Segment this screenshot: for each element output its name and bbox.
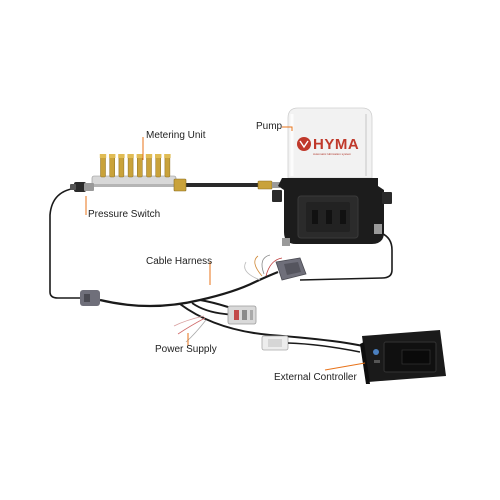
metering-outlet bbox=[155, 155, 161, 178]
metering-outlet bbox=[137, 155, 143, 178]
cable-pump-right bbox=[299, 231, 393, 281]
connector-power-supply bbox=[227, 305, 257, 325]
label-external-controller: External Controller bbox=[274, 372, 357, 383]
brass-fitting-pump bbox=[257, 180, 273, 190]
label-metering-unit: Metering Unit bbox=[146, 130, 206, 141]
metering-outlet-cap bbox=[164, 154, 171, 158]
metering-outlet bbox=[109, 155, 115, 178]
brand-tagline: Automatic lubrication system bbox=[313, 152, 352, 156]
controller-button-icon bbox=[373, 349, 379, 355]
metering-outlet-cap bbox=[155, 154, 162, 158]
brand-name: HYMA bbox=[313, 136, 359, 153]
connector-harness-top bbox=[275, 257, 307, 281]
metering-outlet-cap bbox=[118, 154, 125, 158]
fitting-nut bbox=[272, 182, 280, 188]
pump-reservoir bbox=[287, 107, 373, 179]
label-power-supply: Power Supply bbox=[155, 344, 217, 355]
label-cable-harness: Cable Harness bbox=[146, 256, 213, 267]
cable-harness-left bbox=[99, 270, 279, 308]
harness-wires-top bbox=[244, 254, 283, 281]
metering-unit bbox=[91, 154, 187, 192]
callout-line-pump bbox=[282, 126, 293, 131]
label-pressure-switch: Pressure Switch bbox=[88, 209, 161, 220]
metering-outlet bbox=[100, 155, 106, 178]
pressure-switch bbox=[70, 182, 94, 192]
metering-outlet-cap bbox=[136, 154, 143, 158]
cable-pressure-switch bbox=[49, 187, 82, 299]
metering-outlet bbox=[146, 155, 152, 178]
power-supply-wires bbox=[173, 315, 207, 343]
metering-outlet bbox=[164, 155, 171, 178]
metering-outlets bbox=[99, 154, 171, 178]
cable-harness-branch-controller bbox=[179, 303, 373, 349]
callout-line-external-controller bbox=[324, 362, 366, 371]
metering-outlet bbox=[118, 155, 125, 178]
connector-pressure-switch bbox=[80, 290, 100, 306]
metering-outlet-cap bbox=[109, 154, 116, 158]
metering-outlet bbox=[127, 155, 134, 178]
metering-outlet-cap bbox=[145, 154, 153, 158]
label-pump: Pump bbox=[256, 121, 283, 132]
brand-logo-icon bbox=[297, 137, 311, 151]
lube-line-tube bbox=[175, 183, 275, 187]
metering-outlet-cap bbox=[127, 154, 134, 158]
metering-outlet-cap bbox=[99, 154, 107, 158]
callout-lines bbox=[85, 126, 366, 371]
pump: HYMA Automatic lubrication system bbox=[272, 107, 392, 246]
